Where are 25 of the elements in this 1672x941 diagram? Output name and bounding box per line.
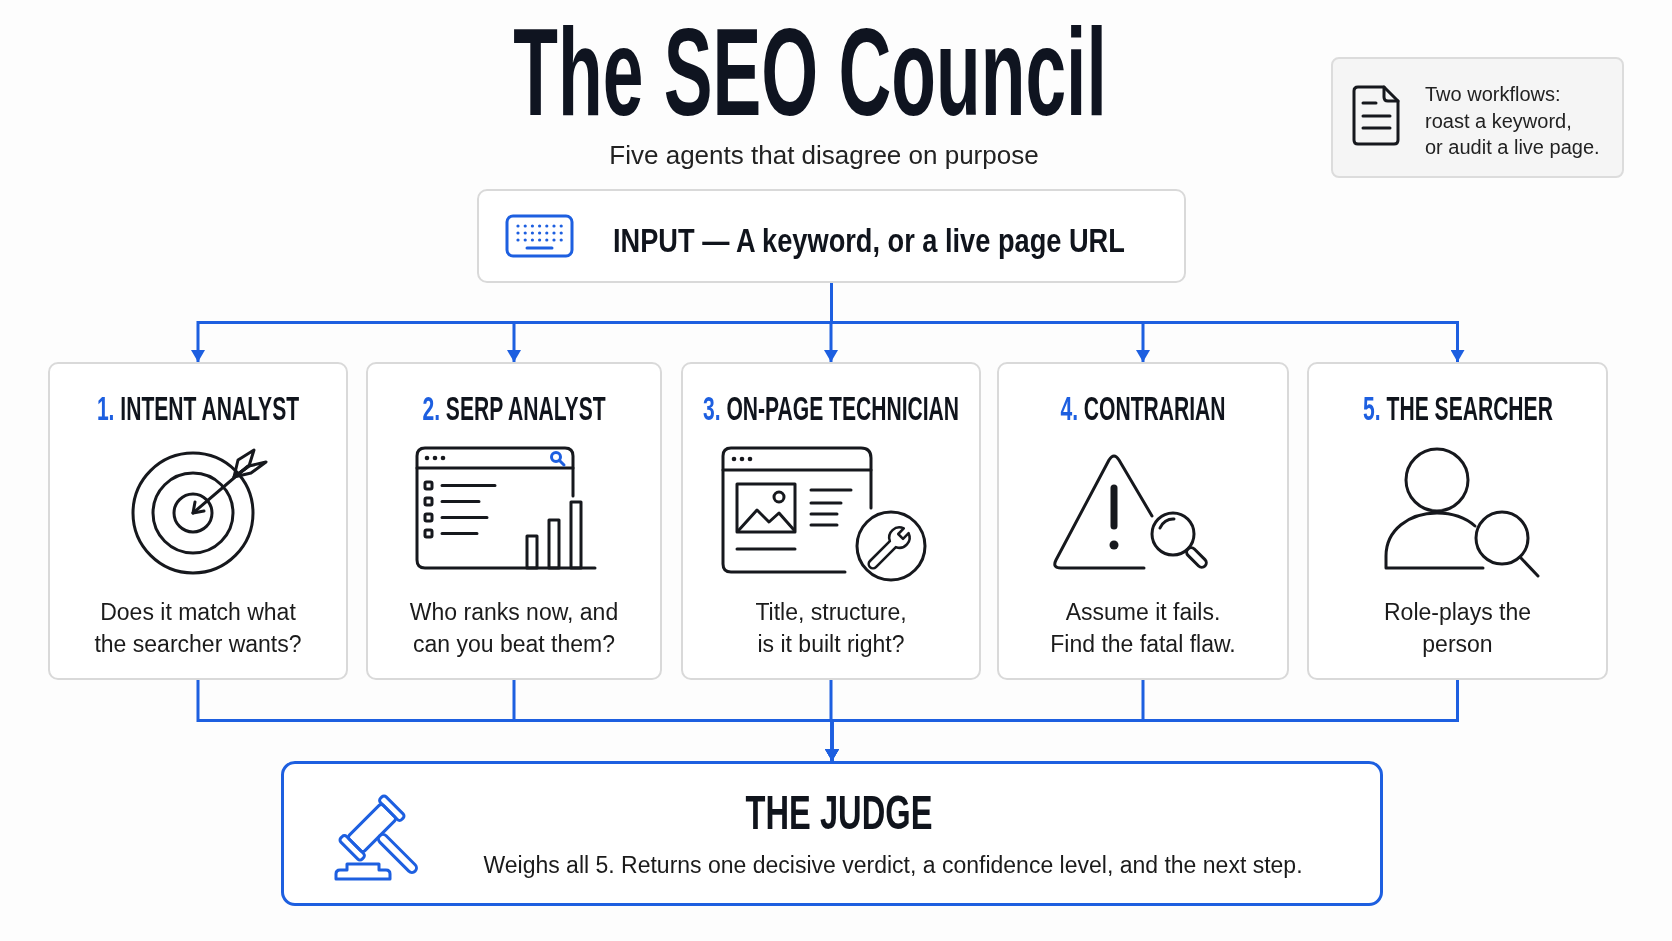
agent-title: 2. SERP ANALYST <box>422 391 606 425</box>
note-text: Two workflows: roast a keyword, or audit a live page. <box>1425 82 1601 160</box>
agent-card <box>366 362 662 680</box>
agent-description: Role-plays the person <box>1383 598 1532 659</box>
agent-description: Title, structure, is it built right? <box>754 598 908 659</box>
agent-card <box>997 362 1289 680</box>
judge-description: Weighs all 5. Returns one decisive verdict, a confidence level, and the next step. <box>482 851 1304 880</box>
judge-box <box>281 761 1383 906</box>
input-label: INPUT — A keyword, or a live page URL <box>613 223 1125 257</box>
input-box <box>477 189 1186 283</box>
agent-title: 1. INTENT ANALYST <box>96 391 300 425</box>
agent-description: Who ranks now, and can you beat them? <box>408 598 620 659</box>
judge-title: THE JUDGE <box>745 789 933 837</box>
agent-title: 4. CONTRARIAN <box>1060 391 1226 425</box>
agent-card <box>681 362 981 680</box>
agent-title: 5. THE SEARCHER <box>1362 391 1553 425</box>
agent-description: Assume it fails. Find the fatal flaw. <box>1049 598 1237 659</box>
agent-description: Does it match what the searcher wants? <box>93 598 303 659</box>
agent-card <box>48 362 348 680</box>
note-card <box>1331 57 1624 178</box>
subtitle: Five agents that disagree on purpose <box>609 142 1039 168</box>
title: The SEO Council <box>513 10 1107 134</box>
agent-card <box>1307 362 1608 680</box>
arrow <box>825 680 1459 761</box>
agent-title: 3. ON-PAGE TECHNICIAN <box>702 391 960 425</box>
